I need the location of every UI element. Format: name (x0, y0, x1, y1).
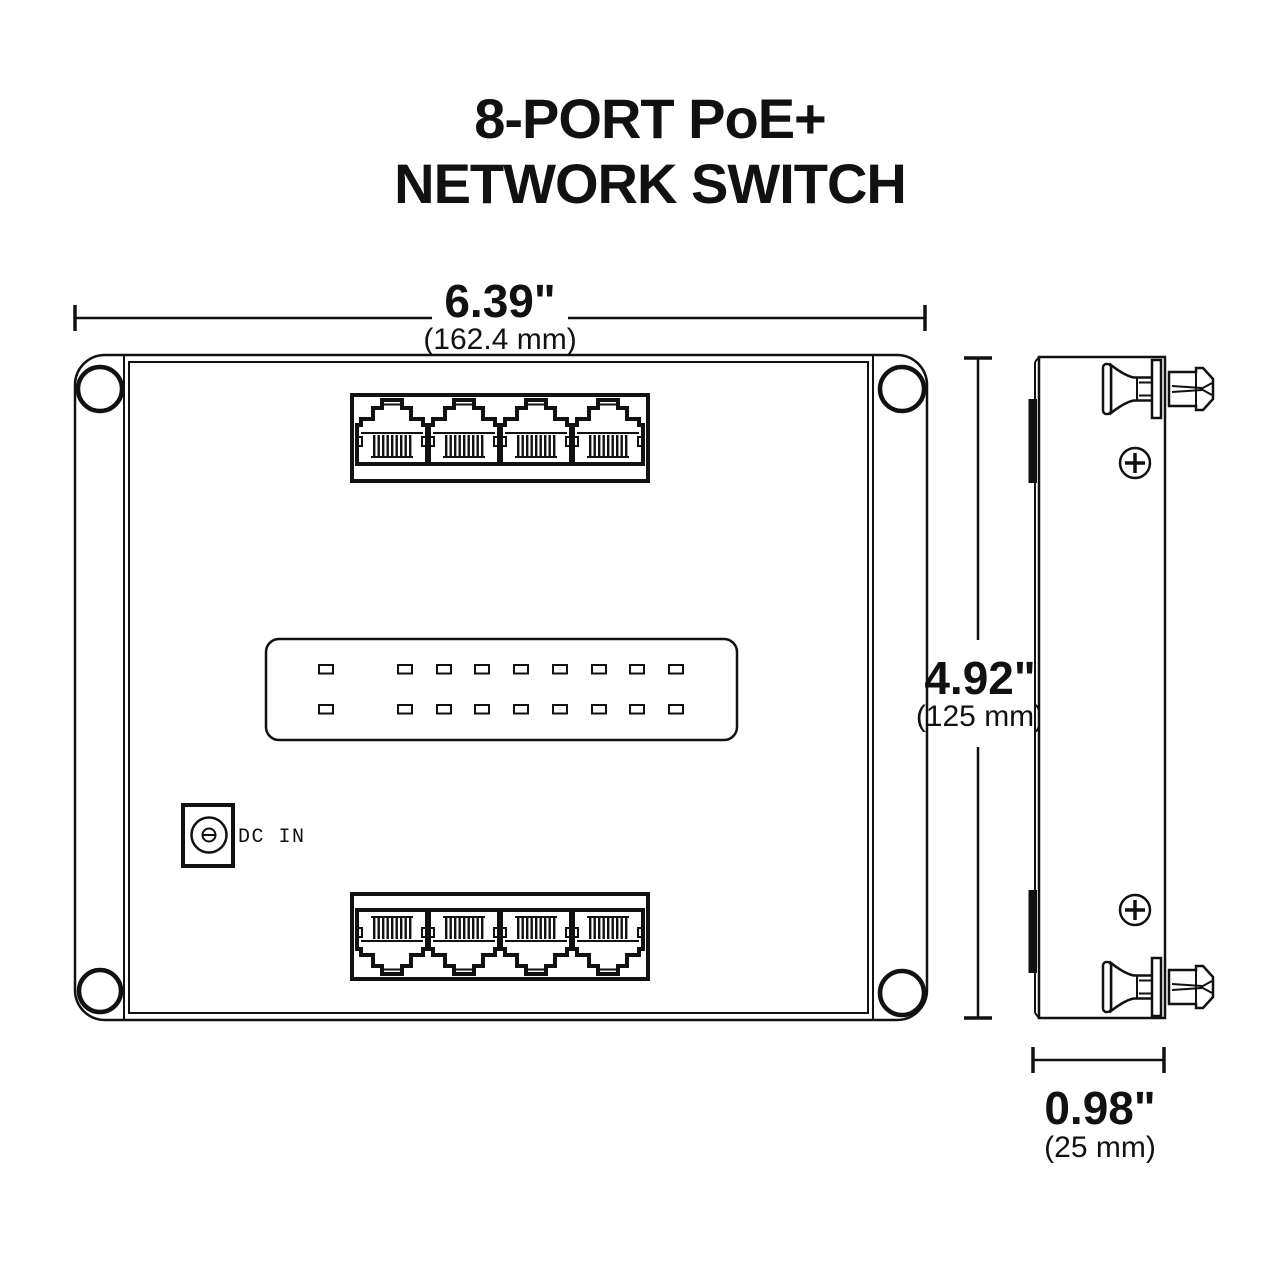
side-port-protrusion (1028, 890, 1037, 973)
led-indicator (436, 664, 452, 675)
depth-metric-label: (25 mm) (1044, 1131, 1156, 1164)
enclosure-outline (73, 353, 929, 1022)
led-indicator (513, 704, 529, 715)
title-line-1: 8-PORT PoE+ (474, 87, 826, 150)
side-port-protrusion (1028, 399, 1037, 483)
led-indicator (591, 704, 607, 715)
led-indicator (629, 664, 645, 675)
title-line-2: NETWORK SWITCH (394, 152, 906, 215)
height-dimension: 4.92" (125 mm) (916, 356, 1044, 1020)
page-title: 8-PORT PoE+ NETWORK SWITCH (394, 87, 907, 215)
dc-power-jack: DC IN (181, 803, 306, 868)
depth-dimension: 0.98" (25 mm) (1031, 1047, 1166, 1164)
mounting-hole (75, 364, 125, 414)
height-inches-label: 4.92" (924, 652, 1035, 704)
top-port-bank (350, 393, 650, 483)
led-indicator (397, 664, 413, 675)
phillips-screw-icon (1118, 893, 1152, 927)
led-indicator (552, 704, 568, 715)
mounting-hole (76, 967, 124, 1015)
led-indicator (668, 664, 684, 675)
led-indicator (318, 664, 334, 675)
led-indicator (318, 704, 334, 715)
led-row-bottom (318, 704, 684, 715)
width-metric-label: (162.4 mm) (423, 323, 576, 356)
height-metric-label: (125 mm) (916, 700, 1044, 733)
enclosure-inner-face (128, 361, 869, 1014)
mounting-hole (877, 364, 927, 414)
led-indicator (552, 664, 568, 675)
side-view (1028, 355, 1215, 1020)
width-dimension: 6.39" (162.4 mm) (73, 275, 927, 356)
led-indicator (436, 704, 452, 715)
led-panel (264, 637, 739, 742)
led-indicator (629, 704, 645, 715)
depth-inches-label: 0.98" (1044, 1082, 1155, 1134)
led-indicator (668, 704, 684, 715)
led-indicator (591, 664, 607, 675)
led-indicator (397, 704, 413, 715)
phillips-screw-icon (1118, 446, 1152, 480)
dc-in-label: DC IN (238, 826, 306, 849)
front-view: DC IN (73, 353, 929, 1022)
led-row-top (318, 664, 684, 675)
led-indicator (513, 664, 529, 675)
width-inches-label: 6.39" (444, 275, 555, 327)
led-indicator (474, 704, 490, 715)
led-indicator (474, 664, 490, 675)
bottom-port-bank (350, 892, 650, 981)
mounting-hole (877, 968, 927, 1018)
